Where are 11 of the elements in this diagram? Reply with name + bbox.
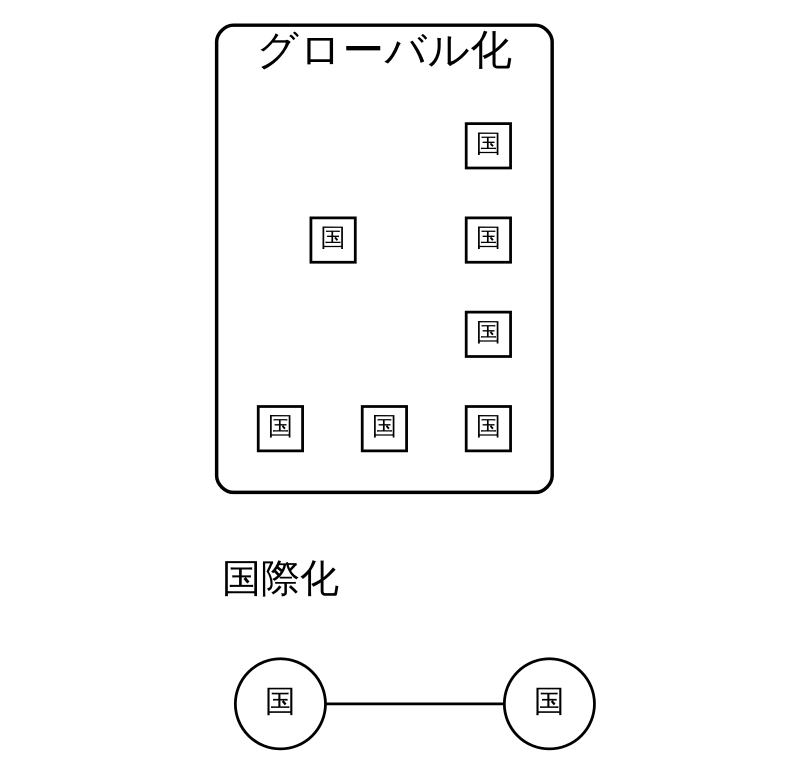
node-box: 国 xyxy=(464,216,512,264)
connector xyxy=(326,702,504,706)
node-circle: 国 xyxy=(502,657,596,750)
node-box: 国 xyxy=(464,122,512,170)
node-circle: 国 xyxy=(234,657,327,750)
node-box: 国 xyxy=(310,216,357,264)
node-box: 国 xyxy=(464,310,512,358)
node-box: 国 xyxy=(256,405,304,452)
label: 国際化 xyxy=(222,556,339,602)
node-box: 国 xyxy=(360,405,408,452)
node-box: 国 xyxy=(464,405,512,452)
